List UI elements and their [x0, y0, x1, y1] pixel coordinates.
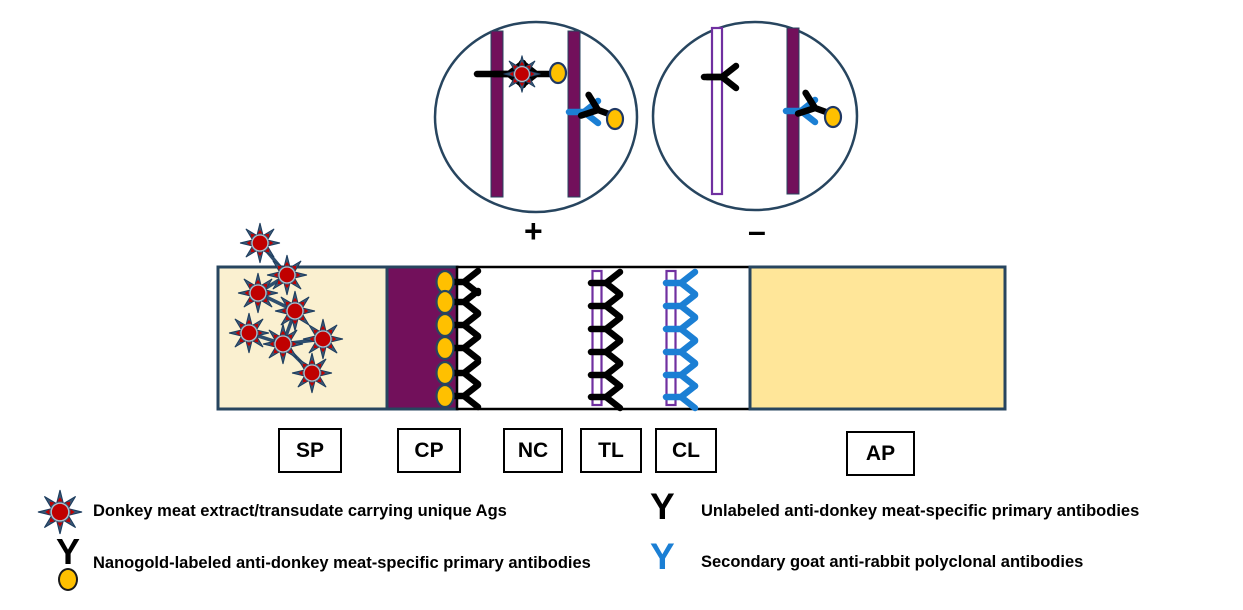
nanogold-particle-icon — [548, 61, 568, 85]
negative-sign: – — [748, 213, 766, 249]
antigen-star-icon — [291, 352, 333, 394]
nanogold-particle-icon — [823, 105, 843, 129]
nanogold-particle-icon — [58, 567, 78, 591]
positive-sign: + — [524, 213, 543, 249]
antigen-star-icon — [239, 222, 281, 264]
nanogold-particles — [435, 269, 455, 409]
antigen-star-icon — [228, 312, 270, 354]
test-strip — [216, 222, 1007, 411]
antigen-star-icon — [37, 489, 83, 535]
positive-result-circle — [433, 20, 639, 214]
antigen-star-icon — [266, 254, 308, 296]
zone-label-cl: CL — [655, 428, 717, 473]
negative-result-circle — [651, 20, 859, 212]
legend-nanogold-label: Nanogold-labeled anti-donkey meat-specif… — [93, 554, 591, 572]
zone-label-cp: CP — [397, 428, 461, 473]
nitrocellulose-membrane — [455, 265, 752, 411]
zone-label-sp: SP — [278, 428, 342, 473]
zone-label-nc: NC — [503, 428, 563, 473]
antigen-star-icon — [502, 54, 542, 94]
control-line — [665, 269, 677, 407]
negative-test-line — [710, 26, 724, 196]
zone-label-tl: TL — [580, 428, 642, 473]
absorbent-pad — [748, 265, 1007, 411]
secondary-antibody-icon: Y — [650, 536, 675, 577]
unlabeled-antibody-icon: Y — [650, 486, 675, 527]
nanogold-particle-icon — [605, 107, 625, 131]
legend-unlabeled-label: Unlabeled anti-donkey meat-specific prim… — [701, 502, 1140, 520]
antigen-star-icon — [262, 323, 304, 365]
antibody-y-glyph: Y — [55, 531, 80, 572]
positive-test-line — [490, 30, 504, 198]
legend-secondary-label: Secondary goat anti-rabbit polyclonal an… — [701, 553, 1084, 571]
antigen-star-icon — [237, 272, 279, 314]
zone-label-ap: AP — [846, 431, 915, 476]
nanogold-antibody-icon: Y — [48, 531, 88, 591]
legend-antigen-label: Donkey meat extract/transudate carrying … — [93, 502, 507, 520]
antigen-star-icon — [302, 318, 344, 360]
test-line — [591, 269, 603, 407]
